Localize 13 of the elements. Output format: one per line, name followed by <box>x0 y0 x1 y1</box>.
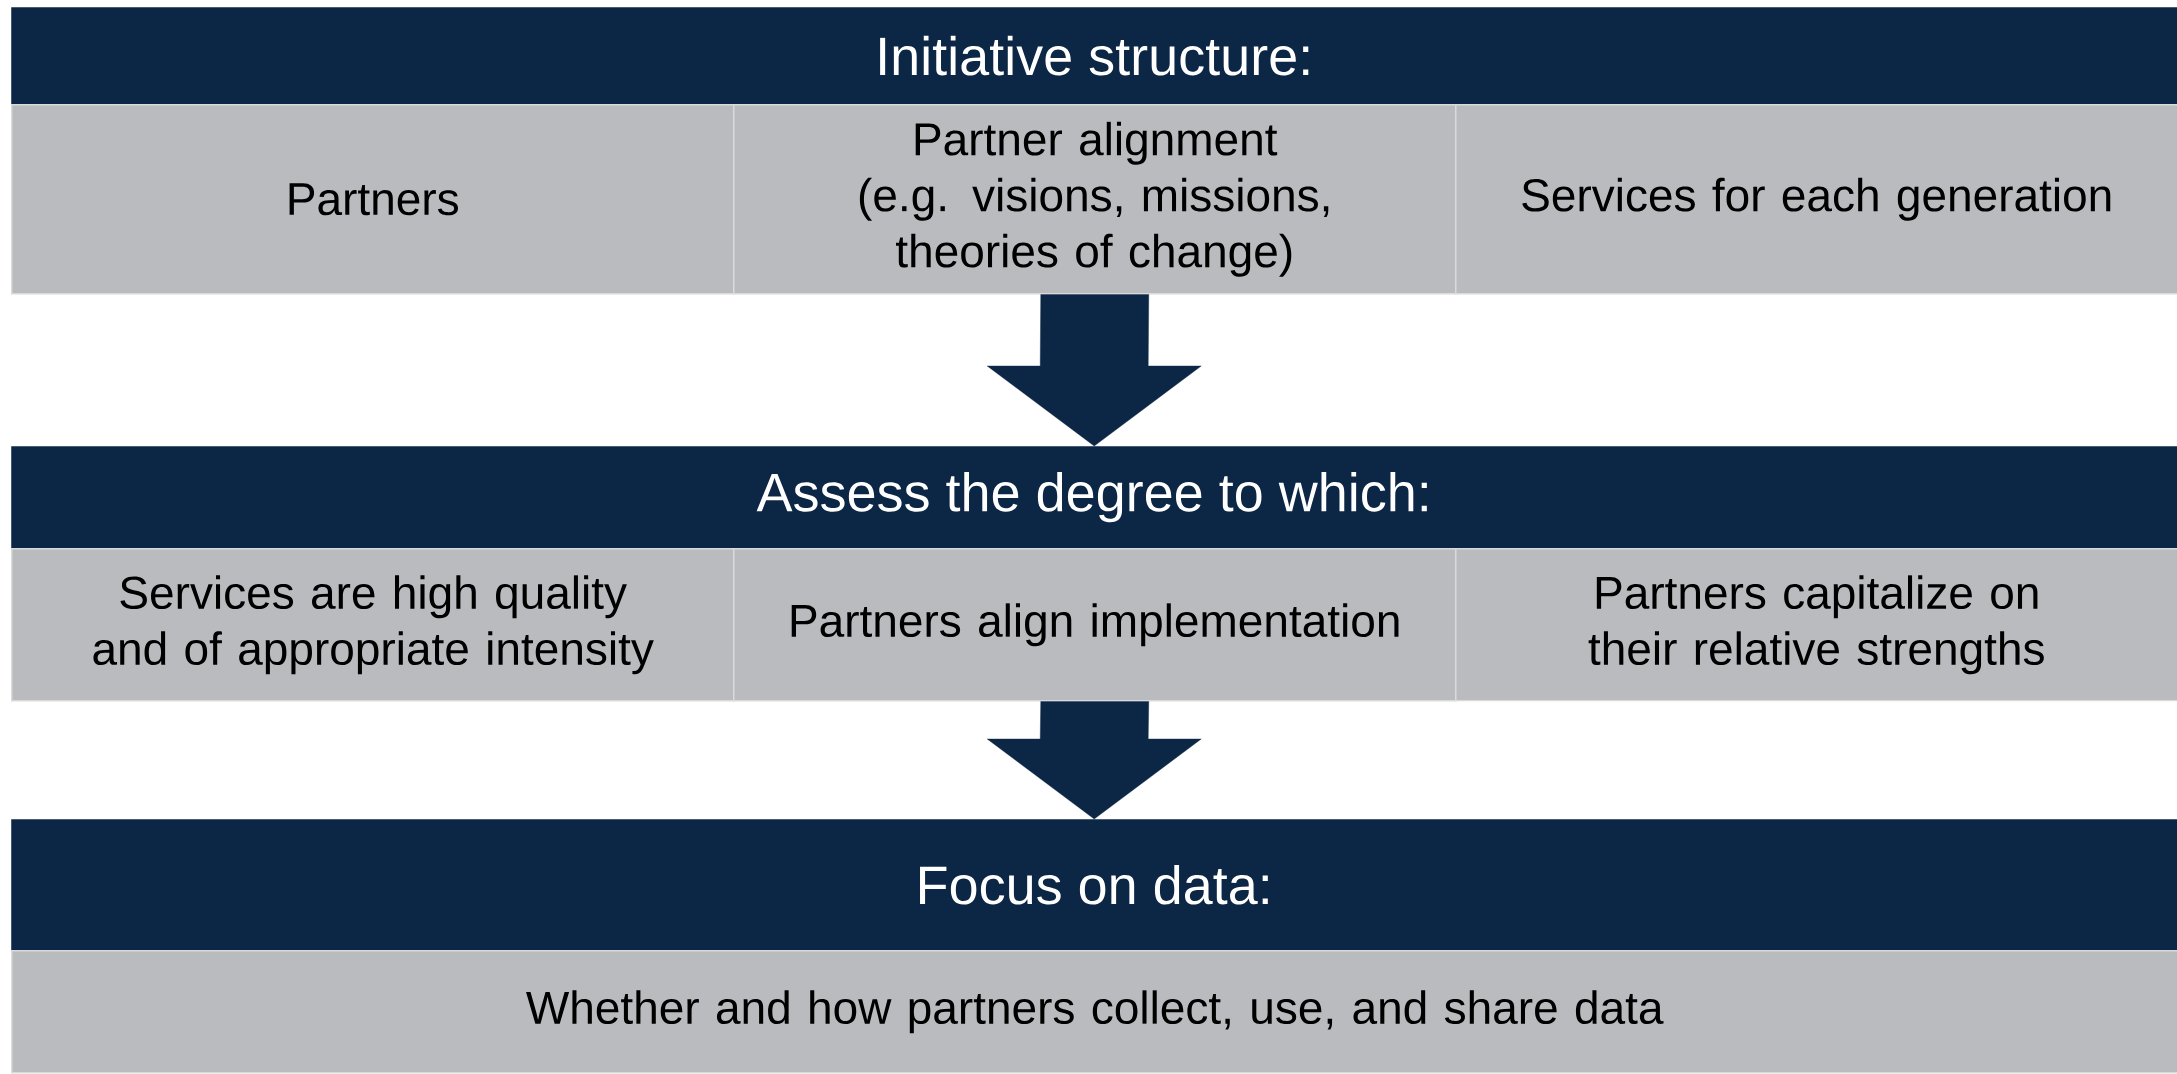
header-band: Assess the degree to which: <box>11 446 2177 549</box>
cell: Partners align implementation <box>733 548 1457 702</box>
header-band: Focus on data: <box>11 819 2177 951</box>
cell: Services are high quality and of appropriate intensity <box>11 548 735 702</box>
cell: Partners capitalize on their relative strengths <box>1455 548 2177 702</box>
cell: Services for each generation <box>1455 104 2177 295</box>
node-label: Partners capitalize on their relative strengths <box>1588 575 2044 675</box>
block-arrow <box>987 701 1202 820</box>
cell: Whether and how partners collect, use, and share data <box>11 950 2177 1074</box>
cell: Partner alignment (e.g. visions, missions, theories of change) <box>733 104 1457 295</box>
block-arrow <box>987 294 1202 447</box>
cell: Partners <box>11 104 735 295</box>
header-band: Initiative structure: <box>11 7 2177 105</box>
